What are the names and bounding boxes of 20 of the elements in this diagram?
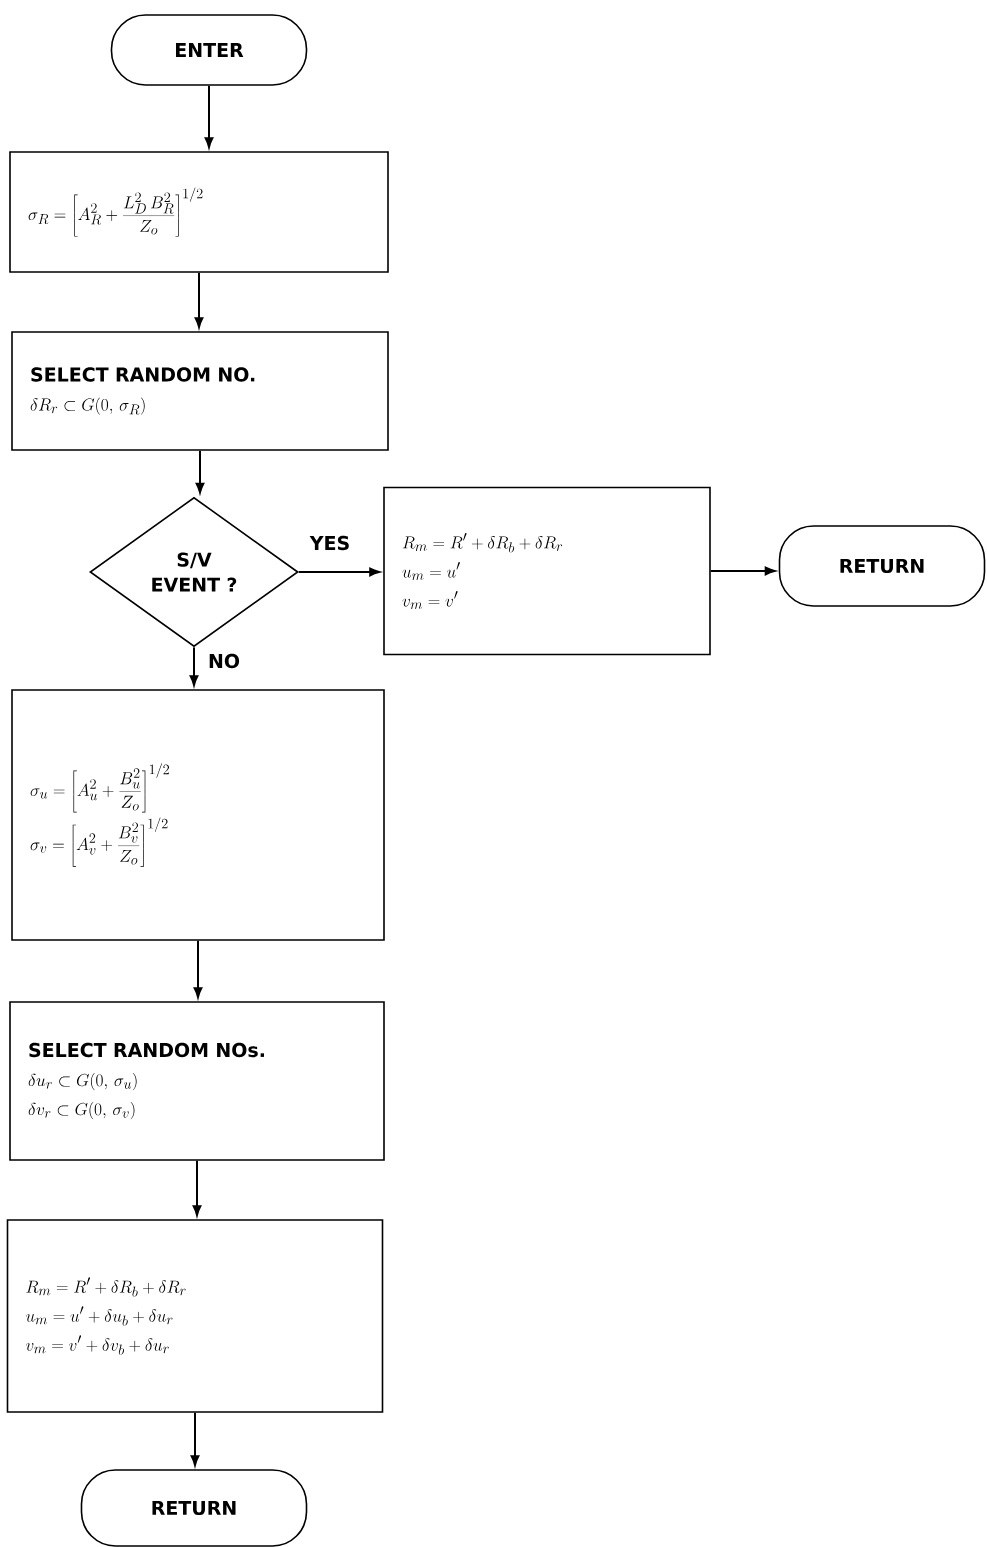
- arrow: [709, 566, 776, 576]
- edge-label: NO: [205, 651, 243, 671]
- arrow: [190, 1411, 200, 1466]
- arrow: [192, 1159, 202, 1216]
- terminal-box: RETURN: [80, 1469, 308, 1547]
- edge-label: YES: [307, 533, 353, 553]
- process-box: SELECT RANDOM NOs. $\delta u_r \subset G(0,\, \sigma_u)$ $\delta v_r \subset G(0,\, \sigma_v)$: [9, 1001, 385, 1161]
- process-box: SELECT RANDOM NO. $\delta R_r \subset G(0,\, \sigma_R)$: [11, 331, 389, 451]
- terminal-box: ENTER: [110, 14, 308, 86]
- arrow: [193, 939, 203, 998]
- arrow: [195, 449, 205, 494]
- arrow: [189, 646, 199, 686]
- arrow: [204, 84, 214, 148]
- process-box: $R_m = R' + \delta R_b + \delta R_r$ $u_m = u'$ $v_m = v'$: [383, 486, 711, 656]
- arrow: [194, 271, 204, 328]
- arrow: [297, 567, 380, 577]
- terminal-box: RETURN: [778, 525, 986, 607]
- process-box: $\sigma_u = \left[A_u^2 + \frac{B_u^2}{Z_o}\right]^{1/2}$ $\sigma_v = \left[A_v^2 + \frac{B_v^2}{Z_o}\right]^{1/2}$: [11, 689, 385, 941]
- process-box: $R_m = R' + \delta R_b + \delta R_r$ $u_m = u' + \delta u_b + \delta u_r$ $v_m = v' + \delta v_b + \delta u_r$: [6, 1219, 384, 1413]
- process-box: $\sigma_R = \left[A_R^2 + \frac{L_D^2\,B_R^2}{Z_o}\right]^{1/2}$: [9, 151, 389, 273]
